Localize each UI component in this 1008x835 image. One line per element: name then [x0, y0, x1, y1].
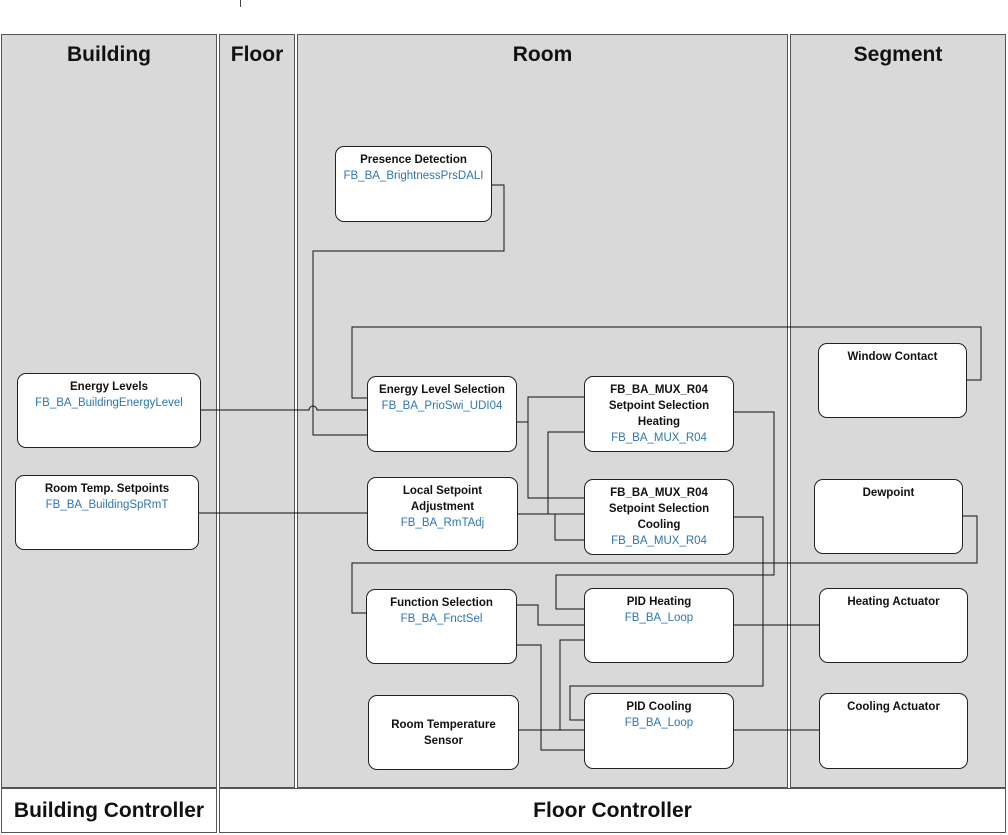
- wire-fs-pid-c: [516, 644, 585, 751]
- block-window-contact[interactable]: Window Contact: [818, 343, 967, 418]
- block-title: Function Selection: [390, 597, 493, 609]
- block-setpoint-selection-heating[interactable]: FB_BA_MUX_R04 Setpoint Selection Heating…: [584, 376, 734, 452]
- block-title: PID Heating: [626, 596, 692, 608]
- block-pid-heating[interactable]: PID Heating FB_BA_Loop: [584, 588, 734, 663]
- block-cooling-actuator[interactable]: Cooling Actuator: [819, 693, 968, 769]
- block-function-selection[interactable]: Function Selection FB_BA_FnctSel: [366, 589, 517, 664]
- wire-window-contact: [351, 326, 982, 399]
- lane-title-room: Room: [512, 43, 573, 66]
- block-title: PID Cooling: [626, 701, 692, 713]
- wire-lsa-mux-c2: [554, 514, 585, 541]
- lane-floor: Floor: [219, 34, 295, 788]
- block-fb-name: FB_BA_BrightnessPrsDALI: [343, 170, 484, 182]
- block-fb-name: FB_BA_FnctSel: [400, 613, 483, 625]
- block-title-line2: Adjustment: [410, 501, 475, 513]
- block-title-line1: Local Setpoint: [402, 485, 483, 497]
- wire-dewpoint: [351, 515, 978, 614]
- block-fb-name: FB_BA_RmTAdj: [400, 517, 485, 529]
- block-heating-actuator[interactable]: Heating Actuator: [819, 588, 968, 663]
- footer-floor-controller: Floor Controller: [219, 788, 1006, 833]
- wire-els-mux-cool: [527, 422, 585, 499]
- wire-presence: [312, 184, 505, 436]
- block-title-line2: Setpoint Selection: [608, 400, 710, 412]
- block-title-line2: Sensor: [424, 734, 463, 747]
- block-dewpoint[interactable]: Dewpoint: [814, 479, 963, 554]
- block-setpoint-selection-cooling[interactable]: FB_BA_MUX_R04 Setpoint Selection Cooling…: [584, 479, 734, 555]
- wire-lsa-mux-h: [517, 431, 585, 515]
- wire-fs-pid-h: [516, 604, 585, 626]
- block-energy-levels[interactable]: Energy Levels FB_BA_BuildingEnergyLevel: [17, 373, 201, 448]
- block-fb-name: FB_BA_MUX_R04: [611, 432, 707, 444]
- block-title: Energy Level Selection: [379, 384, 505, 396]
- block-title-line2: Setpoint Selection: [608, 503, 710, 515]
- wire-mux-c-pid: [569, 516, 764, 721]
- block-title: Energy Levels: [70, 381, 148, 393]
- block-title-line3: Heating: [637, 416, 681, 428]
- block-fb-name: FB_BA_Loop: [624, 717, 694, 729]
- lane-title-segment: Segment: [853, 43, 943, 66]
- block-title: Window Contact: [847, 351, 938, 363]
- block-fb-name: FB_BA_PrioSwi_UDI04: [381, 400, 503, 412]
- block-title: Dewpoint: [862, 487, 915, 499]
- lane-title-floor: Floor: [230, 43, 284, 66]
- block-title-line1: FB_BA_MUX_R04: [610, 487, 708, 499]
- wire-mux-h-pid: [555, 411, 775, 610]
- block-title-line3: Cooling: [637, 519, 681, 531]
- block-presence-detection[interactable]: Presence Detection FB_BA_BrightnessPrsDA…: [335, 146, 492, 222]
- block-title: Heating Actuator: [847, 596, 940, 608]
- block-local-setpoint-adjustment[interactable]: Local Setpoint Adjustment FB_BA_RmTAdj: [367, 477, 518, 551]
- block-title-line1: Room Temperature: [391, 718, 496, 731]
- top-tick-mark: [240, 0, 241, 7]
- block-room-temperature-sensor[interactable]: Room Temperature Sensor: [368, 695, 519, 770]
- footer-building-controller: Building Controller: [1, 788, 217, 833]
- block-fb-name: FB_BA_Loop: [624, 612, 694, 624]
- wire-rts-pid-h: [517, 639, 585, 731]
- block-title: Room Temp. Setpoints: [44, 483, 170, 495]
- block-pid-cooling[interactable]: PID Cooling FB_BA_Loop: [584, 693, 734, 769]
- block-room-temp-setpoints[interactable]: Room Temp. Setpoints FB_BA_BuildingSpRmT: [15, 475, 199, 550]
- block-title: Cooling Actuator: [847, 701, 940, 713]
- wire-energy-levels: [200, 405, 368, 411]
- block-fb-name: FB_BA_BuildingEnergyLevel: [35, 397, 183, 409]
- block-energy-level-selection[interactable]: Energy Level Selection FB_BA_PrioSwi_UDI…: [367, 376, 517, 452]
- block-fb-name: FB_BA_BuildingSpRmT: [45, 499, 169, 511]
- block-title-line1: FB_BA_MUX_R04: [610, 384, 708, 396]
- wire-els-mux: [516, 396, 585, 423]
- lane-title-building: Building: [67, 43, 151, 66]
- block-title: Presence Detection: [360, 154, 467, 166]
- block-fb-name: FB_BA_MUX_R04: [611, 535, 707, 547]
